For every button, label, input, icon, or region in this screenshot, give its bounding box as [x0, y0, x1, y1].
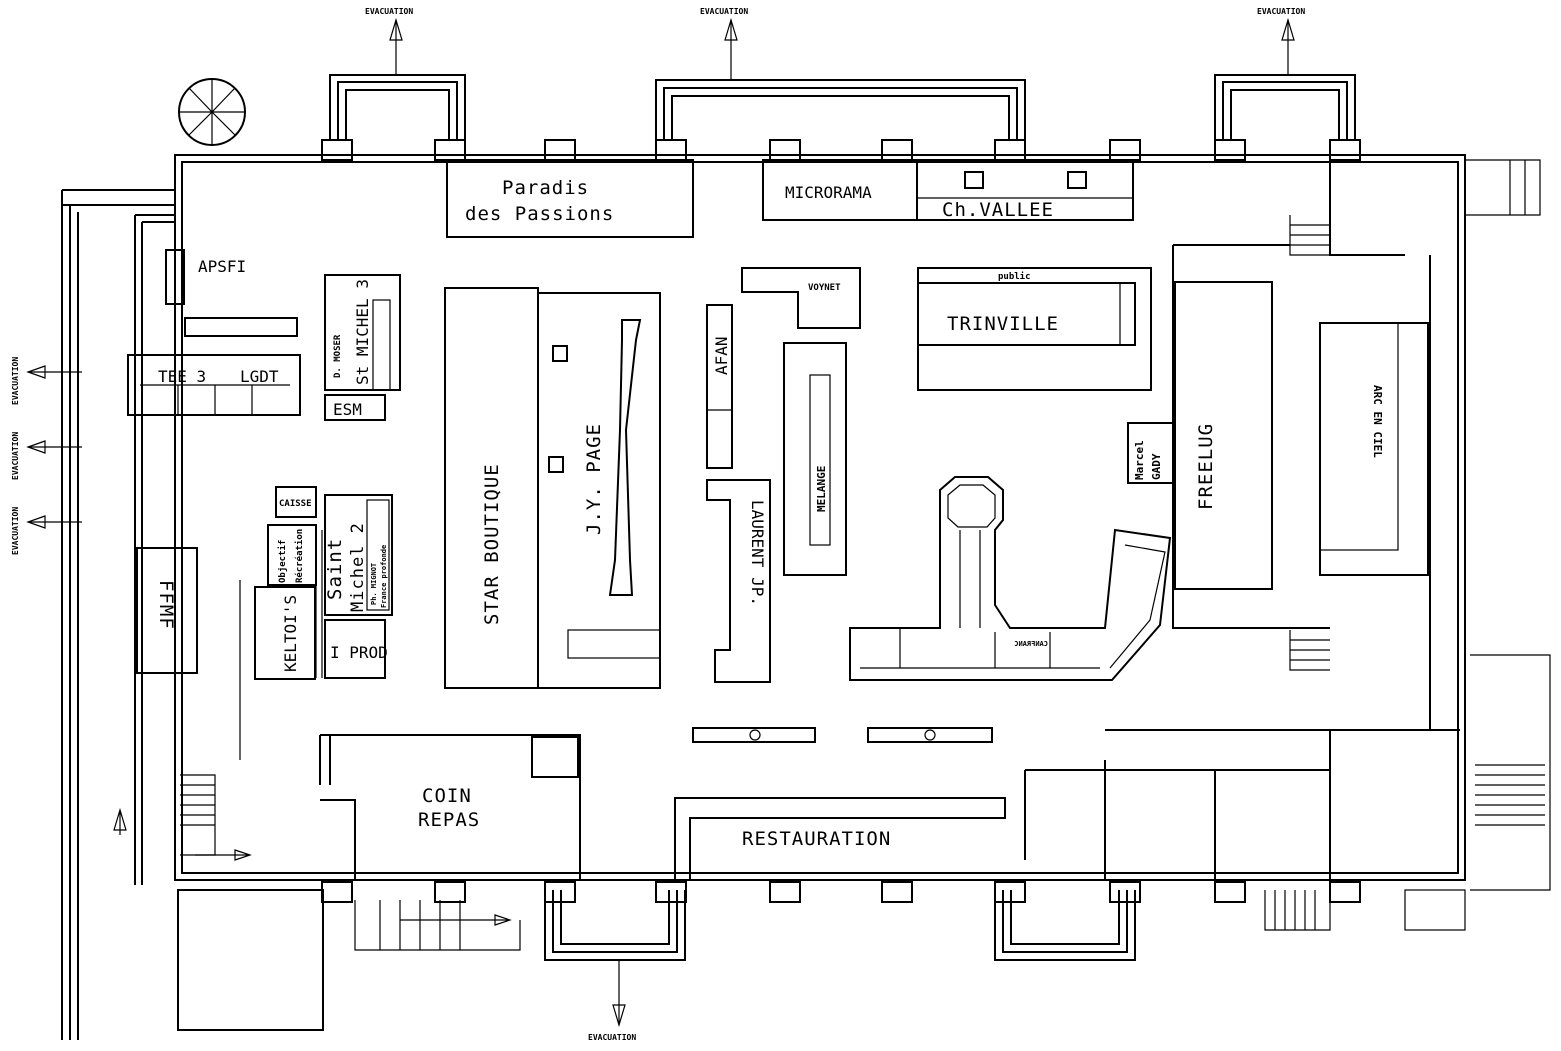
- stand-gady: GADY: [1150, 453, 1163, 480]
- stand-freelug: FREELUG: [1195, 423, 1217, 510]
- evacuation-label: EVACUATION: [11, 507, 20, 555]
- stand-public: public: [998, 271, 1031, 282]
- stand-tee3: TEE 3: [158, 367, 206, 386]
- evacuation-label: EVACUATION: [700, 7, 748, 16]
- stand-melange: MELANGE: [815, 466, 828, 512]
- stand-arc-en-ciel: ARC EN CIEL: [1371, 385, 1384, 458]
- area-restauration: RESTAURATION: [742, 828, 891, 850]
- flow-arrows: [113, 580, 512, 926]
- stand-recreation: Récréation: [294, 529, 305, 583]
- evacuation-label: EVACUATION: [11, 357, 20, 405]
- stand-star-boutique: STAR BOUTIQUE: [481, 463, 503, 625]
- area-repas: REPAS: [418, 809, 480, 831]
- evacuation-label: EVACUATION: [365, 7, 413, 16]
- stand-trinville: TRINVILLE: [947, 313, 1059, 335]
- stand-marcel: Marcel: [1133, 440, 1146, 480]
- stand-microrama: MICRORAMA: [785, 183, 872, 202]
- stand-ffmf: FFMF: [155, 580, 177, 630]
- stand-lgdt: LGDT: [240, 367, 279, 386]
- stand-afan: AFAN: [712, 336, 731, 375]
- stand-saint: Saint: [324, 538, 346, 600]
- stand-d-moser: D. MOSER: [333, 334, 343, 378]
- stand-ch-vallee: Ch.VALLEE: [942, 199, 1054, 221]
- stand-esm: ESM: [333, 400, 362, 419]
- stand-caisse: CAISSE: [279, 499, 312, 509]
- stand-france-profonde: France profonde: [380, 545, 388, 608]
- pillars: [321, 139, 1361, 903]
- stand-paradis-line1: Paradis: [502, 177, 589, 199]
- stand-laurent-jp: LAURENT JP.: [748, 500, 767, 606]
- outer-walls: [61, 74, 1551, 1040]
- evacuation-label: EVACUATION: [588, 1033, 636, 1042]
- evacuation-label: EVACUATION: [1257, 7, 1305, 16]
- stand-jy-page: J.Y. PAGE: [583, 423, 605, 535]
- stand-objectif: Objectif: [277, 540, 288, 583]
- stand-apsfi: APSFI: [198, 257, 246, 276]
- area-coin: COIN: [422, 785, 472, 807]
- stand-voynet: VOYNET: [808, 283, 841, 293]
- stand-i-prod: I PROD: [330, 643, 388, 662]
- evacuation-exits: EVACUATION EVACUATION EVACUATION EVACUAT…: [11, 7, 1305, 1042]
- stand-canfranc: CANFRANC: [1014, 640, 1048, 648]
- evacuation-label: EVACUATION: [11, 432, 20, 480]
- stand-paradis-line2: des Passions: [465, 203, 614, 225]
- spiral-staircase: [178, 78, 246, 146]
- stand-keltois: KELTOI'S: [281, 595, 300, 672]
- stand-michel-2: Michel 2: [348, 522, 368, 612]
- stands: Paradis des Passions MICRORAMA Ch.VALLEE…: [127, 159, 1429, 850]
- stand-ph-mignot: Ph. MIGNOT: [370, 563, 378, 605]
- stand-st-michel-3: St MICHEL 3: [353, 279, 372, 385]
